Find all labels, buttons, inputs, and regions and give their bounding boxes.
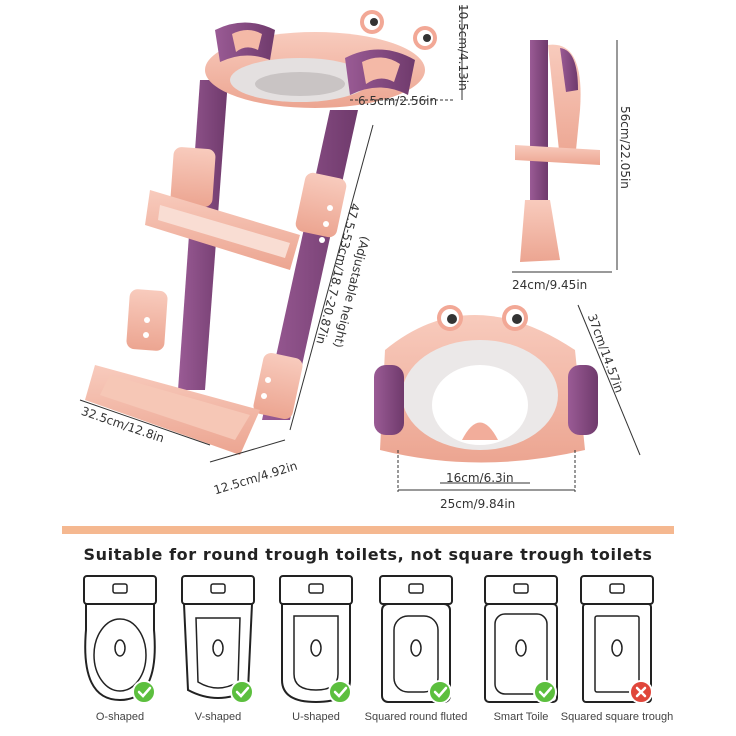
compatibility-headline: Suitable for round trough toilets, not s… bbox=[83, 545, 653, 564]
cross-icon bbox=[629, 680, 653, 704]
toilet-types-row bbox=[83, 575, 654, 704]
toilet-label: Smart Toile bbox=[493, 711, 549, 723]
check-icon bbox=[230, 680, 254, 704]
dim-seat-depth: 6.5cm/2.56in bbox=[358, 94, 438, 108]
toilet-label: Squared square trough bbox=[560, 711, 674, 723]
toilet-icon-4 bbox=[379, 575, 453, 704]
toilet-icon-5 bbox=[484, 575, 558, 704]
check-icon bbox=[328, 680, 352, 704]
toilet-icon-6 bbox=[580, 575, 654, 704]
check-icon bbox=[428, 680, 452, 704]
check-icon bbox=[533, 680, 557, 704]
check-icon bbox=[132, 680, 156, 704]
seat-top-view bbox=[374, 304, 641, 492]
potty-ladder bbox=[79, 5, 463, 463]
toilet-icon-2 bbox=[181, 575, 255, 704]
toilet-icon-3 bbox=[279, 575, 353, 704]
section-divider bbox=[62, 526, 674, 534]
dim-side-base: 24cm/9.45in bbox=[512, 278, 588, 292]
dim-seat-height: 10.5cm/4.13in bbox=[456, 4, 470, 91]
side-view bbox=[512, 40, 618, 273]
dim-seat-outer: 25cm/9.84in bbox=[440, 497, 516, 511]
toilet-icon-1 bbox=[83, 575, 157, 704]
dim-seat-inner: 16cm/6.3in bbox=[446, 471, 514, 485]
dim-side-height: 56cm/22.05in bbox=[618, 106, 632, 189]
toilet-label: Squared round fluted bbox=[364, 711, 468, 723]
toilet-label: V-shaped bbox=[194, 711, 242, 723]
toilet-label: U-shaped bbox=[292, 711, 340, 723]
toilet-label: O-shaped bbox=[95, 711, 145, 723]
